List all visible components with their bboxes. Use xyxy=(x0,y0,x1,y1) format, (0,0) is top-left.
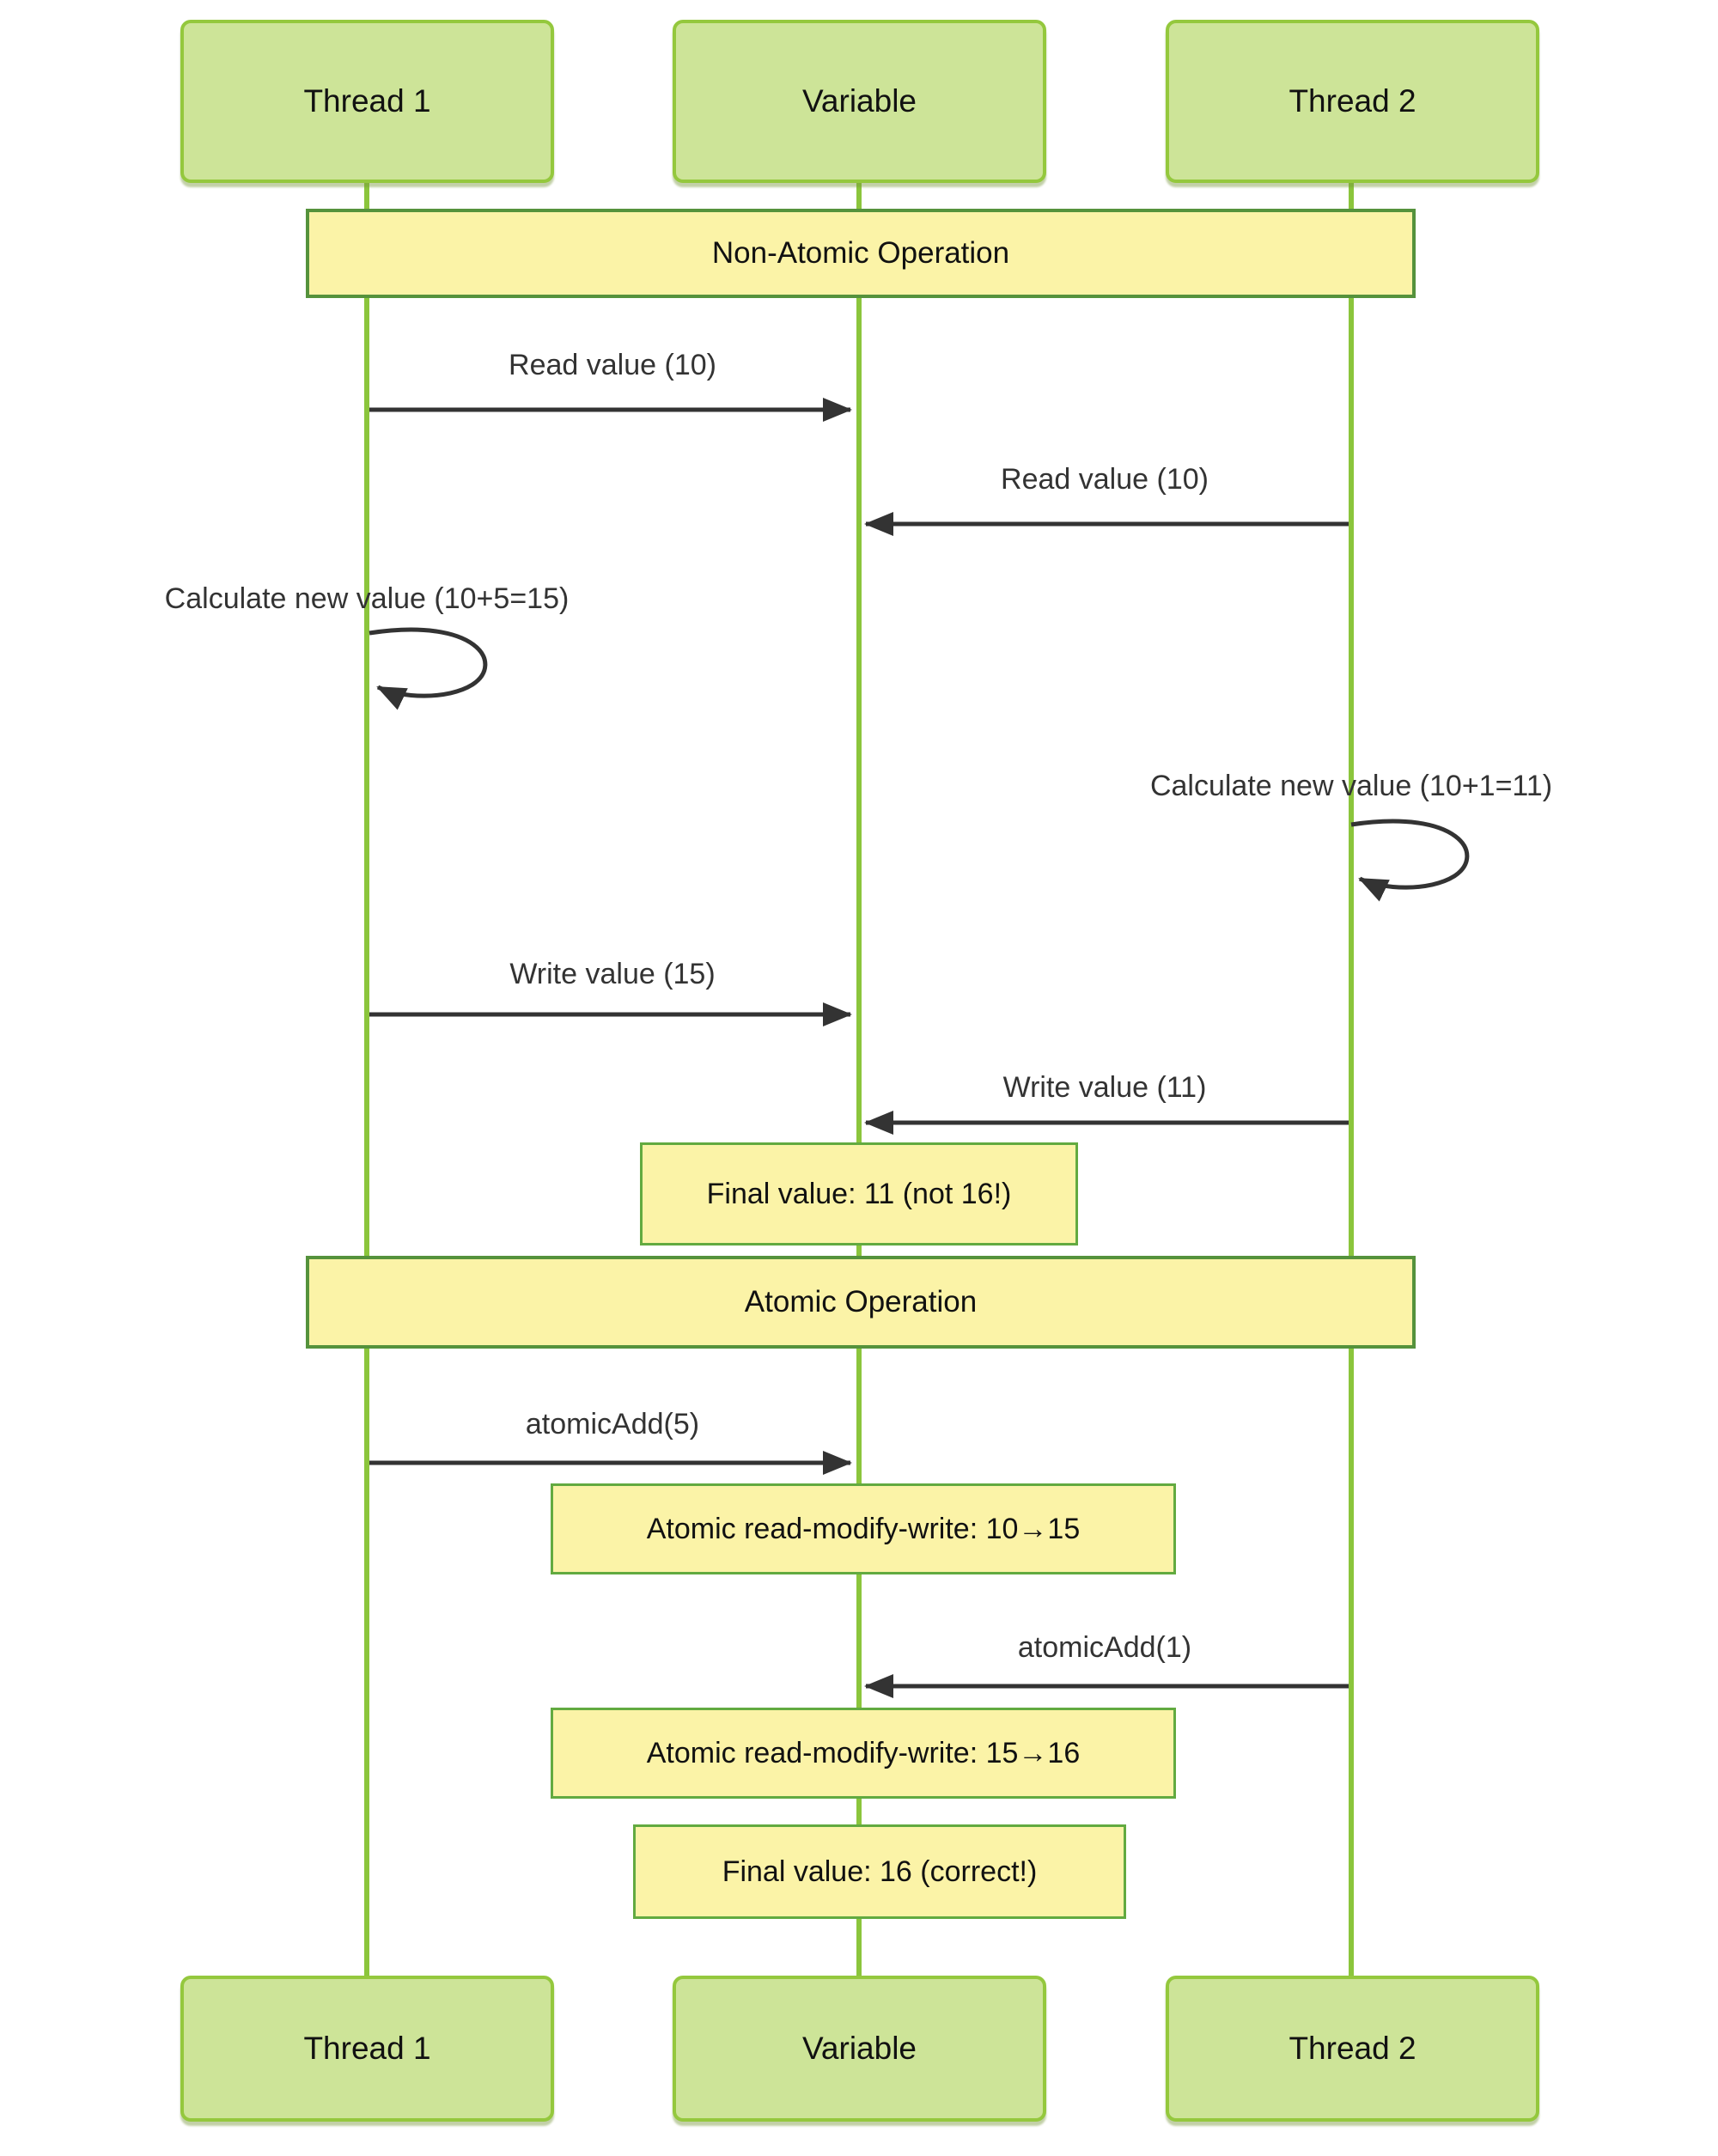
actor-label: Thread 1 xyxy=(303,2031,431,2066)
band-label: Non-Atomic Operation xyxy=(711,236,1010,270)
message-label: Calculate new value (10+1=11) xyxy=(1149,770,1553,802)
message-label: atomicAdd(5) xyxy=(525,1408,700,1440)
actor-label: Variable xyxy=(801,2031,917,2066)
actor-label: Thread 1 xyxy=(303,83,431,119)
lifeline-thread2 xyxy=(1349,182,1354,1977)
note-atomic-rmw-10-15: Atomic read-modify-write: 10→15 xyxy=(551,1483,1176,1574)
lifeline-thread1 xyxy=(364,182,369,1977)
note-atomic-rmw-15-16: Atomic read-modify-write: 15→16 xyxy=(551,1708,1176,1799)
message-label: Read value (10) xyxy=(509,349,716,381)
band-label: Atomic Operation xyxy=(744,1285,978,1319)
actor-variable-top: Variable xyxy=(673,20,1046,183)
actor-thread1-top: Thread 1 xyxy=(180,20,554,183)
message-label: Read value (10) xyxy=(1001,463,1209,496)
actor-thread1-bottom: Thread 1 xyxy=(180,1976,554,2122)
note-final-value-11: Final value: 11 (not 16!) xyxy=(640,1142,1078,1245)
message-label: Calculate new value (10+5=15) xyxy=(164,582,570,615)
note-label: Final value: 16 (correct!) xyxy=(722,1855,1038,1888)
actor-label: Thread 2 xyxy=(1288,2031,1416,2066)
note-label: Atomic read-modify-write: 10→15 xyxy=(646,1512,1081,1545)
actor-thread2-top: Thread 2 xyxy=(1166,20,1539,183)
actor-label: Thread 2 xyxy=(1288,83,1416,119)
self-loop-calculate-t2 xyxy=(1350,819,1470,902)
actor-variable-bottom: Variable xyxy=(673,1976,1046,2122)
note-final-value-16: Final value: 16 (correct!) xyxy=(633,1824,1126,1919)
actor-label: Variable xyxy=(801,83,917,119)
message-label: Write value (11) xyxy=(1002,1071,1207,1104)
message-label: Write value (15) xyxy=(509,958,716,990)
band-atomic-operation: Atomic Operation xyxy=(306,1256,1416,1349)
band-non-atomic-operation: Non-Atomic Operation xyxy=(306,209,1416,298)
message-label: atomicAdd(1) xyxy=(1017,1631,1192,1664)
self-loop-calculate-t1 xyxy=(369,627,488,710)
note-label: Final value: 11 (not 16!) xyxy=(706,1177,1012,1210)
note-label: Atomic read-modify-write: 15→16 xyxy=(646,1736,1081,1769)
actor-thread2-bottom: Thread 2 xyxy=(1166,1976,1539,2122)
lifeline-variable xyxy=(856,182,862,1977)
